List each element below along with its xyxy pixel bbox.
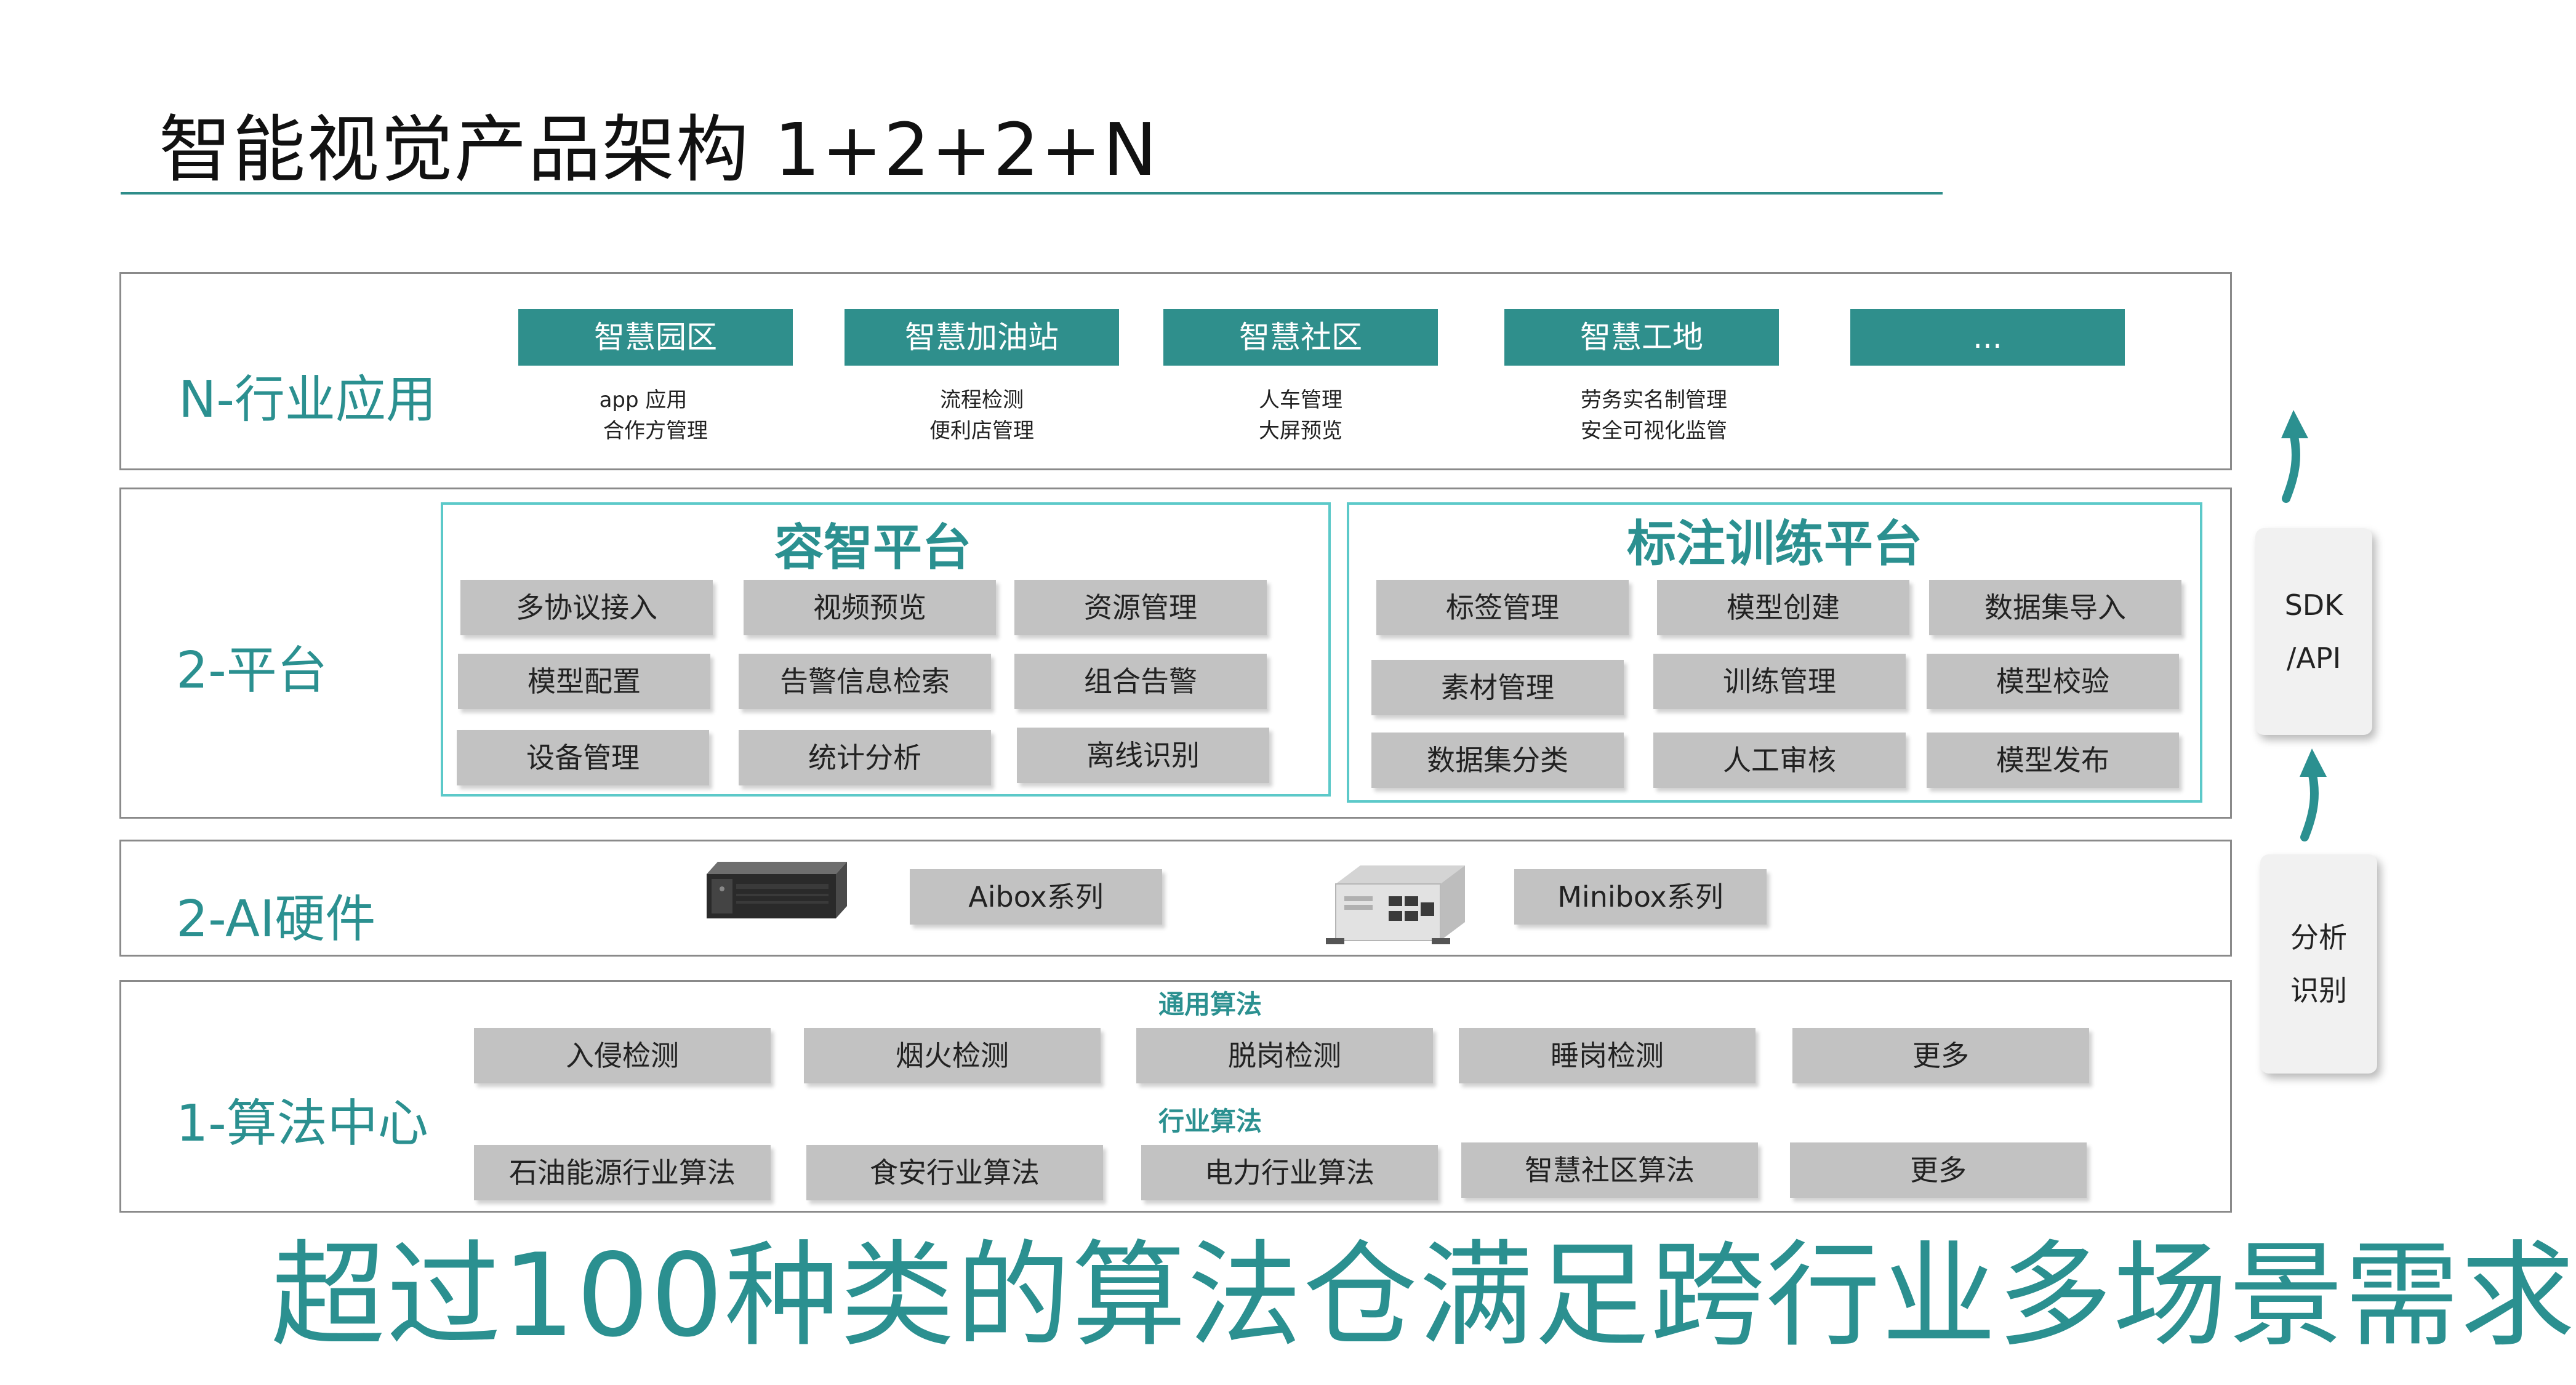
feature-multi-protocol[interactable]: 多协议接入 <box>460 580 713 635</box>
app-sub-gas-2: 便利店管理 <box>929 419 1034 443</box>
layer-ai-hardware <box>119 840 2232 957</box>
category-general-algorithms: 通用算法 <box>1158 989 1262 1019</box>
layer-label-hardware: 2-AI硬件 <box>176 890 376 949</box>
hardware-aibox[interactable]: Aibox系列 <box>910 869 1162 925</box>
app-sub-community-2: 大屏预览 <box>1259 419 1342 443</box>
app-sub-community-1: 人车管理 <box>1259 388 1342 412</box>
app-box-community[interactable]: 智慧社区 <box>1163 309 1438 366</box>
app-box-gas-station[interactable]: 智慧加油站 <box>845 309 1119 366</box>
feature-statistics[interactable]: 统计分析 <box>739 730 991 785</box>
feature-model-validation[interactable]: 模型校验 <box>1927 654 2179 709</box>
algo-petroleum-energy[interactable]: 石油能源行业算法 <box>474 1145 771 1200</box>
algo-smart-community[interactable]: 智慧社区算法 <box>1461 1142 1758 1198</box>
feature-resource-management[interactable]: 资源管理 <box>1014 580 1267 635</box>
sdk-label: SDK <box>2284 588 2343 622</box>
hardware-minibox[interactable]: Minibox系列 <box>1514 869 1767 925</box>
panel-title-annotation: 标注训练平台 <box>1627 515 1922 572</box>
panel-rongzhi-platform <box>441 502 1331 797</box>
analysis-label: 分析 <box>2290 921 2347 954</box>
layer-label-algorithm: 1-算法中心 <box>176 1094 428 1153</box>
feature-alarm-search[interactable]: 告警信息检索 <box>739 654 991 709</box>
app-sub-park-2: 合作方管理 <box>603 419 708 443</box>
layer-label-platform: 2-平台 <box>176 641 327 700</box>
algo-industry-more[interactable]: 更多 <box>1790 1142 2087 1198</box>
api-label: /API <box>2286 641 2341 675</box>
algo-smoke-fire-detection[interactable]: 烟火检测 <box>804 1028 1101 1083</box>
layer-label-industry: N-行业应用 <box>179 371 436 429</box>
feature-model-creation[interactable]: 模型创建 <box>1657 580 1909 635</box>
app-box-park[interactable]: 智慧园区 <box>518 309 793 366</box>
feature-training-management[interactable]: 训练管理 <box>1653 654 1906 709</box>
panel-title-rongzhi: 容智平台 <box>774 519 971 576</box>
algo-absence-detection[interactable]: 脱岗检测 <box>1136 1028 1433 1083</box>
feature-video-preview[interactable]: 视频预览 <box>744 580 996 635</box>
page-title: 智能视觉产品架构 1+2+2+N <box>159 107 1158 192</box>
feature-dataset-import[interactable]: 数据集导入 <box>1929 580 2181 635</box>
bottom-slogan: 超过100种类的算法仓满足跨行业多场景需求 <box>271 1229 2576 1362</box>
algo-intrusion-detection[interactable]: 入侵检测 <box>474 1028 771 1083</box>
algo-electric-power[interactable]: 电力行业算法 <box>1141 1145 1438 1200</box>
feature-material-management[interactable]: 素材管理 <box>1371 660 1624 715</box>
layer-industry-applications <box>119 272 2232 470</box>
app-box-construction[interactable]: 智慧工地 <box>1504 309 1779 366</box>
feature-offline-recognition[interactable]: 离线识别 <box>1017 728 1269 783</box>
feature-manual-review[interactable]: 人工审核 <box>1653 733 1906 788</box>
algo-sleep-detection[interactable]: 睡岗检测 <box>1459 1028 1755 1083</box>
minibox-device-image <box>1326 865 1465 944</box>
analysis-recognition-box[interactable]: 分析 识别 <box>2260 854 2377 1074</box>
title-underline <box>121 192 1943 195</box>
feature-combined-alarm[interactable]: 组合告警 <box>1014 654 1267 709</box>
arrow-up-icon <box>2300 749 2327 841</box>
feature-model-release[interactable]: 模型发布 <box>1927 733 2179 788</box>
panel-annotation-platform <box>1347 502 2202 803</box>
category-industry-algorithms: 行业算法 <box>1158 1106 1262 1136</box>
feature-dataset-classification[interactable]: 数据集分类 <box>1371 733 1624 788</box>
feature-device-management[interactable]: 设备管理 <box>457 730 709 785</box>
algo-food-safety[interactable]: 食安行业算法 <box>806 1145 1103 1200</box>
app-sub-gas-1: 流程检测 <box>940 388 1024 412</box>
app-sub-construction-2: 安全可视化监管 <box>1581 419 1727 443</box>
feature-model-config[interactable]: 模型配置 <box>458 654 710 709</box>
aibox-device-image <box>707 862 847 918</box>
arrow-up-icon <box>2281 410 2308 503</box>
algo-general-more[interactable]: 更多 <box>1792 1028 2089 1083</box>
recognition-label: 识别 <box>2290 974 2347 1007</box>
app-box-more[interactable]: ... <box>1850 309 2125 366</box>
app-sub-construction-1: 劳务实名制管理 <box>1581 388 1727 412</box>
feature-label-management[interactable]: 标签管理 <box>1376 580 1629 635</box>
app-sub-park-1: app 应用 <box>599 388 688 412</box>
sdk-api-box[interactable]: SDK /API <box>2255 528 2372 735</box>
